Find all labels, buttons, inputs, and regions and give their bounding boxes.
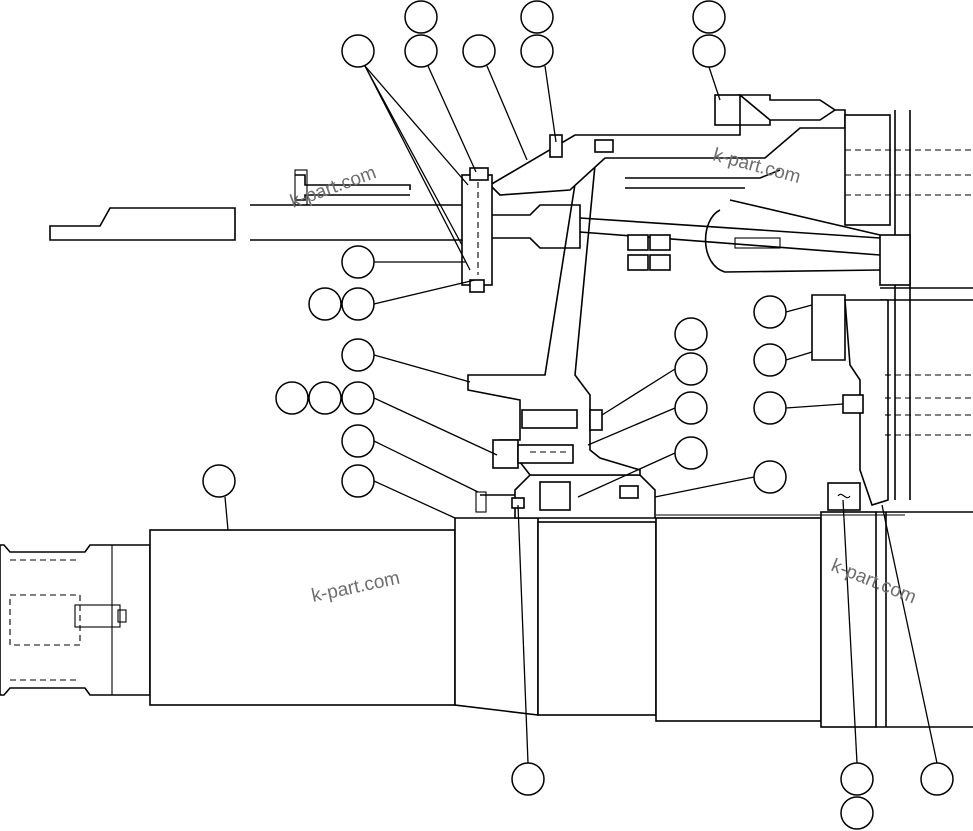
callout[interactable] [275, 381, 309, 415]
callout[interactable] [920, 762, 954, 796]
leader-lines [224, 65, 938, 764]
callout[interactable] [341, 381, 375, 415]
lever-arm [488, 94, 846, 196]
right-housing [811, 110, 973, 511]
callout[interactable] [753, 391, 787, 425]
callout[interactable] [674, 391, 708, 425]
callout[interactable] [692, 34, 726, 68]
main-shaft [149, 511, 973, 728]
callout[interactable] [341, 424, 375, 458]
bearing-housing [475, 474, 656, 519]
pull-rod [294, 169, 781, 206]
callout[interactable] [308, 287, 342, 321]
shaft-end-flange [0, 544, 151, 696]
callout[interactable] [462, 34, 496, 68]
callout[interactable] [674, 436, 708, 470]
callout[interactable] [511, 762, 545, 796]
callout[interactable] [674, 317, 708, 351]
clevis-spring [627, 199, 881, 273]
callout[interactable] [674, 352, 708, 386]
callout[interactable] [840, 762, 874, 796]
callout[interactable] [341, 464, 375, 498]
callout[interactable] [692, 0, 726, 34]
callout[interactable] [404, 0, 438, 34]
callouts [202, 0, 954, 830]
callout[interactable] [202, 464, 236, 498]
callout[interactable] [753, 460, 787, 494]
callout[interactable] [341, 338, 375, 372]
callout[interactable] [520, 34, 554, 68]
callout[interactable] [341, 287, 375, 321]
clamp-block [461, 167, 493, 293]
support-bracket [467, 164, 641, 476]
callout[interactable] [308, 381, 342, 415]
callout[interactable] [520, 0, 554, 34]
callout[interactable] [404, 34, 438, 68]
callout[interactable] [341, 34, 375, 68]
callout[interactable] [840, 796, 874, 830]
callout[interactable] [341, 245, 375, 279]
callout[interactable] [753, 343, 787, 377]
callout[interactable] [753, 295, 787, 329]
